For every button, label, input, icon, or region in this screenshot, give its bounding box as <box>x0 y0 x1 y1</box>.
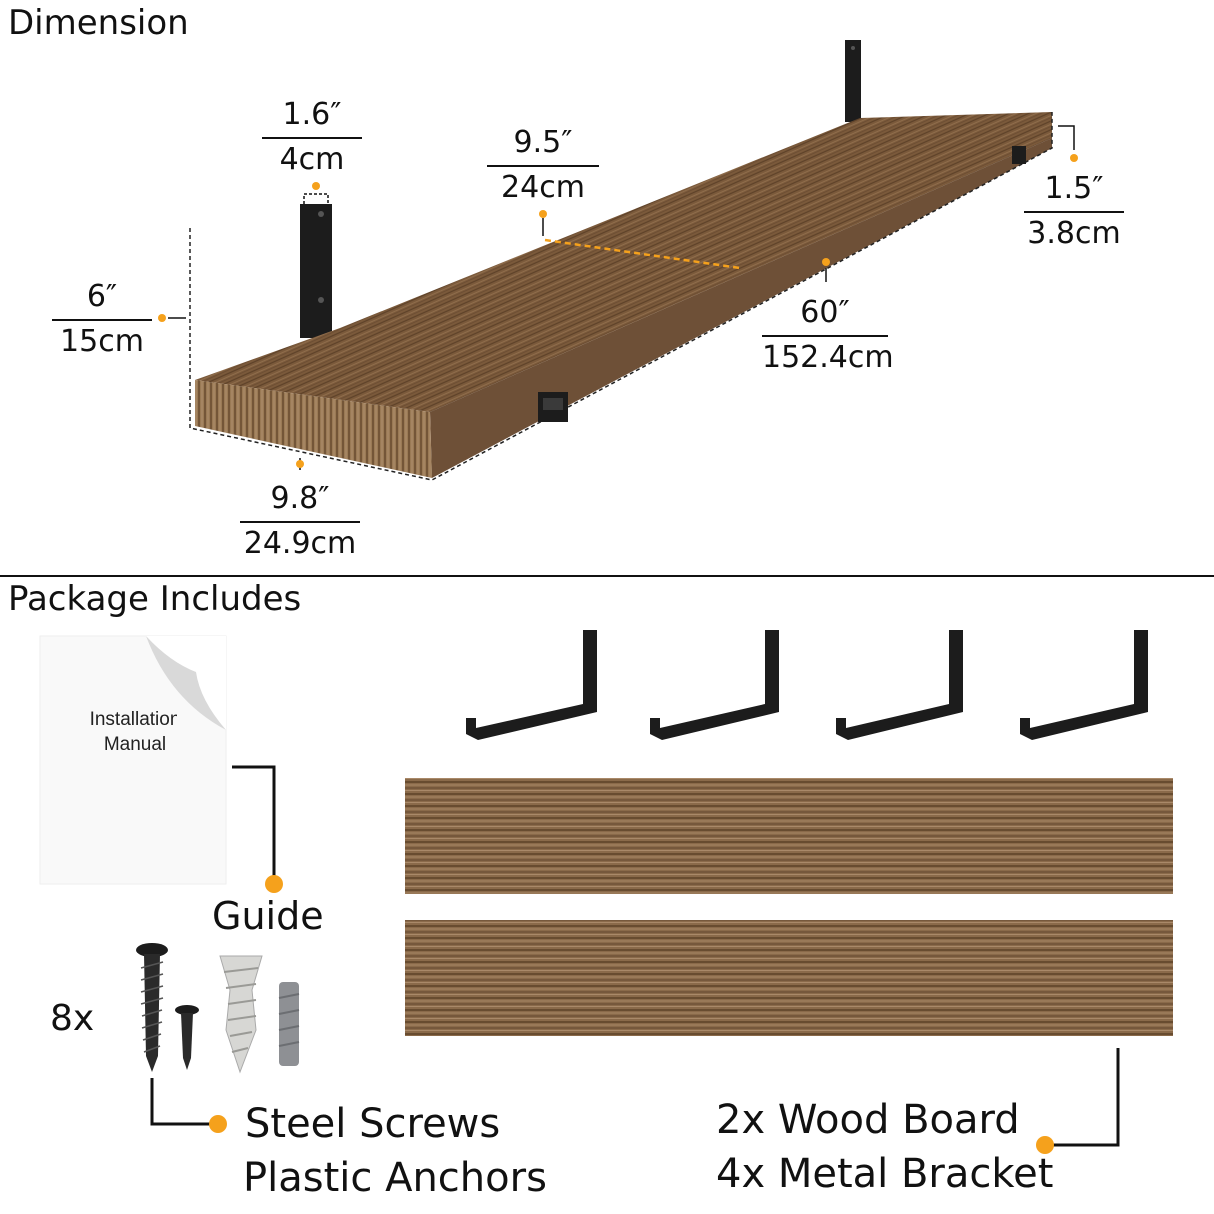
dimension-depth-front: 9.8″ 24.9cm <box>240 481 360 561</box>
shelf-illustration <box>189 40 1053 481</box>
dimension-depth-front-metric: 24.9cm <box>243 525 357 561</box>
dimension-dots <box>158 154 1078 468</box>
dimension-height-imperial: 6″ <box>52 279 152 321</box>
bracket-1 <box>466 630 597 740</box>
boards-label-line2: 4x Metal Bracket <box>716 1151 1054 1197</box>
screws-dot <box>209 1115 227 1133</box>
shelf-front-side <box>430 138 1052 478</box>
guide-dot <box>265 875 283 893</box>
screws-leader <box>150 1078 210 1126</box>
dimension-bracket-width: 1.5″ 3.8cm <box>1024 171 1124 251</box>
dimension-length-imperial: 60″ <box>762 295 888 337</box>
screws-label-line2: Plastic Anchors <box>243 1155 547 1201</box>
bracket-2 <box>650 630 779 740</box>
bracket-3 <box>836 630 963 740</box>
dimension-bracket-width-metric: 3.8cm <box>1027 215 1121 251</box>
wood-board-1 <box>405 778 1173 894</box>
bracket-4 <box>1020 630 1148 740</box>
dimension-length: 60″ 152.4cm <box>762 295 894 375</box>
shelf-end-grain <box>195 380 432 478</box>
shelf-top-surface <box>195 112 1052 412</box>
dimension-thickness-imperial: 1.6″ <box>262 97 362 139</box>
package-title: Package Includes <box>8 579 302 619</box>
manual-cover-text: Installation Manual <box>60 708 210 757</box>
dimension-height: 6″ 15cm <box>52 279 152 359</box>
dimension-depth-middle-imperial: 9.5″ <box>487 125 599 167</box>
manual-text-line1: Installation <box>89 709 181 730</box>
boards-leader <box>1052 1048 1120 1147</box>
manual-sheet <box>39 635 227 885</box>
boards-dot <box>1036 1136 1054 1154</box>
dimension-bracket-width-imperial: 1.5″ <box>1024 171 1124 213</box>
dimension-thickness: 1.6″ 4cm <box>262 97 362 177</box>
screws-label-line1: Steel Screws <box>245 1101 501 1147</box>
guide-label: Guide <box>212 894 324 938</box>
guide-leader <box>232 765 276 876</box>
dimension-depth-front-imperial: 9.8″ <box>240 481 360 523</box>
dimension-length-metric: 152.4cm <box>762 339 894 375</box>
left-bracket <box>300 204 332 338</box>
manual-text-line2: Manual <box>103 733 167 755</box>
screws-count: 8x <box>50 998 95 1039</box>
dimension-height-metric: 15cm <box>60 323 144 359</box>
front-clip-2 <box>1012 146 1026 164</box>
bracket-set <box>466 630 1148 740</box>
depth-guide-line <box>544 238 741 270</box>
dimension-depth-middle: 9.5″ 24cm <box>487 125 599 205</box>
boards-label-line1: 2x Wood Board <box>716 1097 1020 1143</box>
hardware-set <box>136 943 300 1074</box>
wood-board-2 <box>405 920 1173 1036</box>
dimension-title: Dimension <box>8 3 189 43</box>
back-bracket <box>845 40 861 122</box>
dimension-depth-middle-metric: 24cm <box>501 169 585 205</box>
dimension-thickness-metric: 4cm <box>279 141 345 177</box>
